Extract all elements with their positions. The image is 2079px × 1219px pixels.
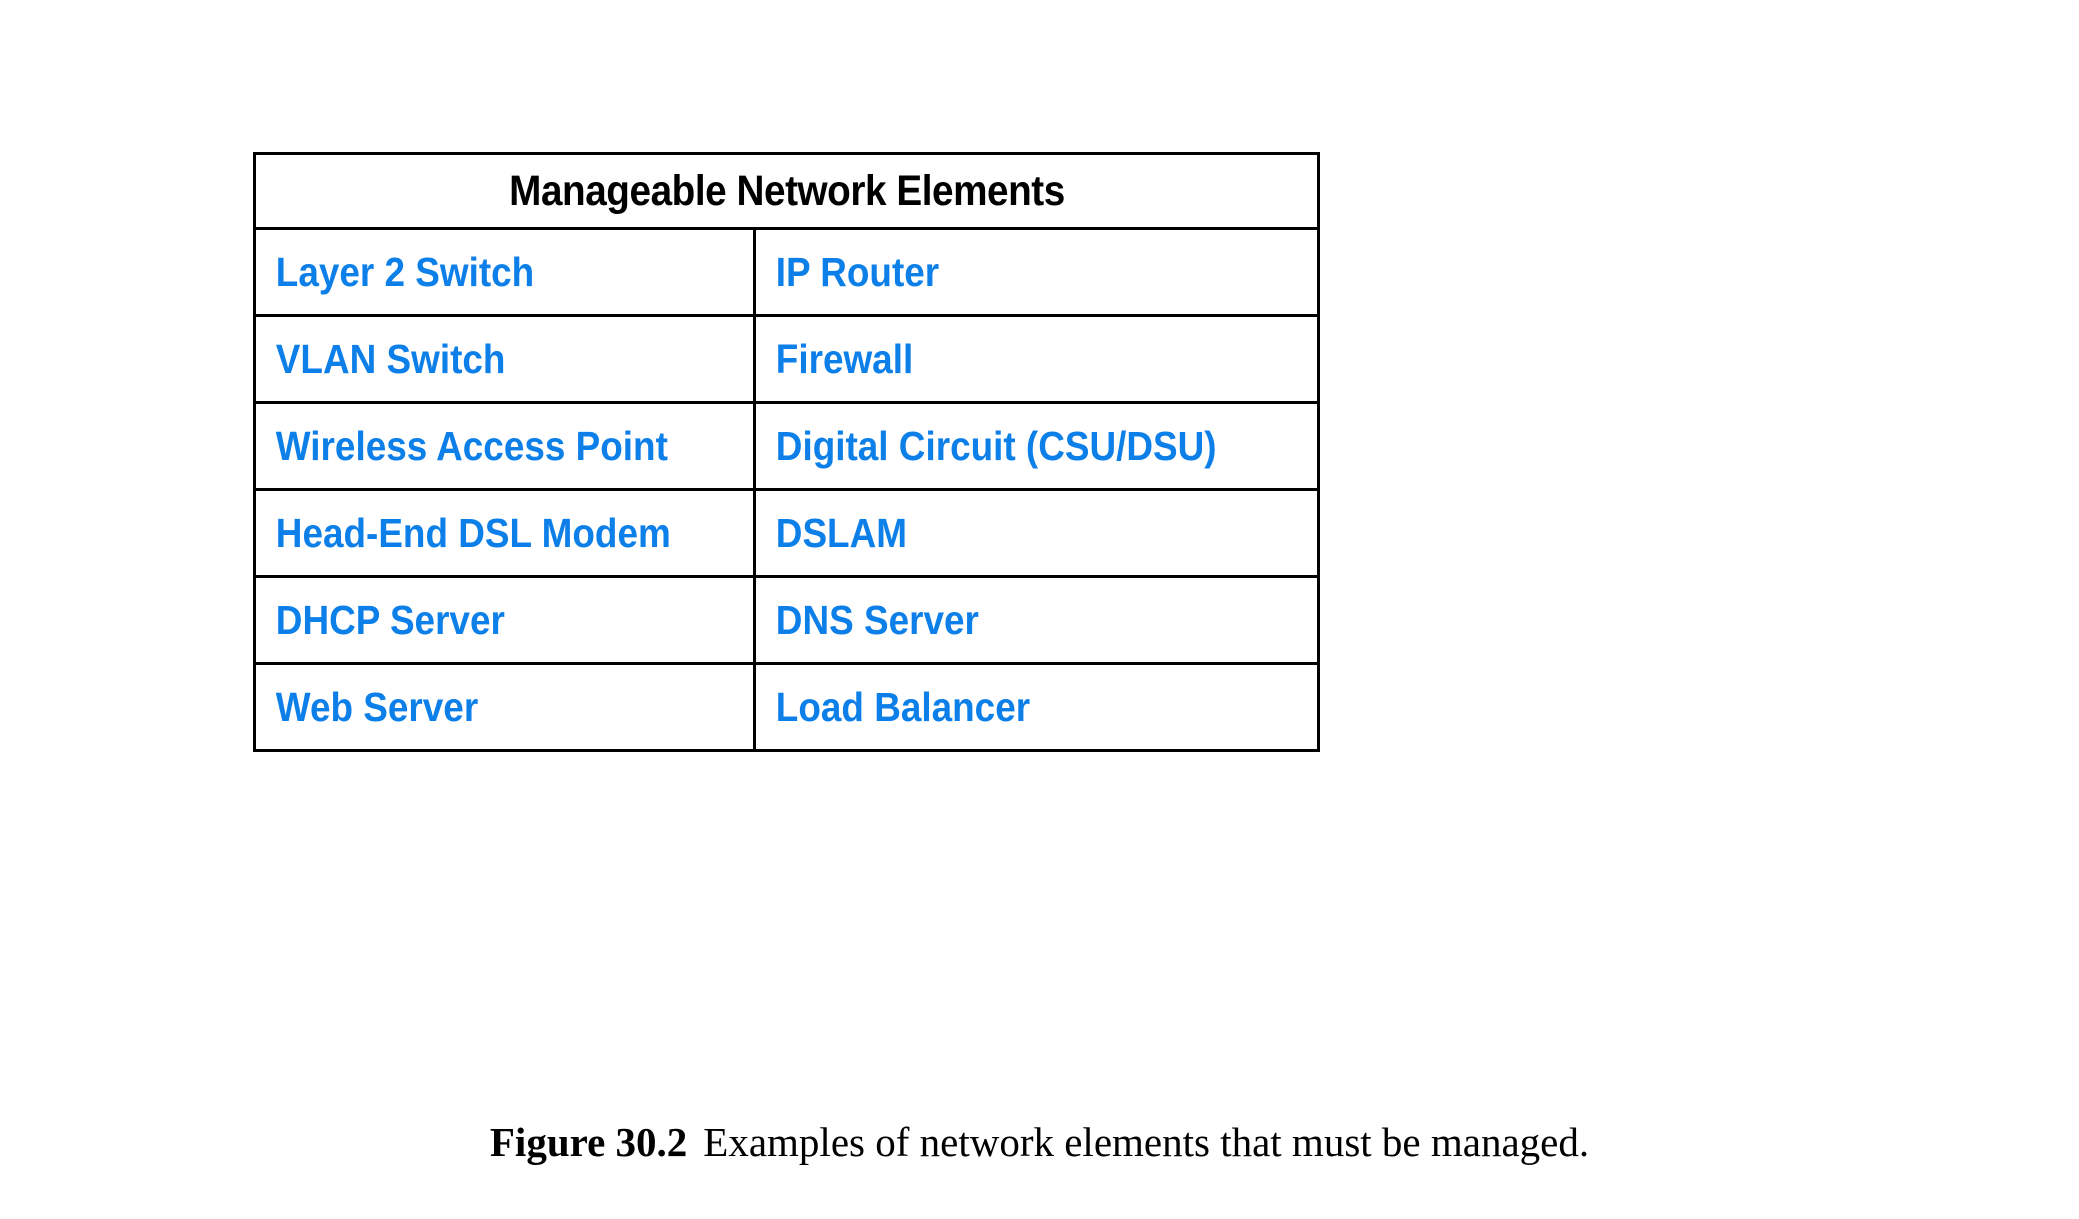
network-element-label: Wireless Access Point [275,423,668,469]
table-cell-left: Head-End DSL Modem [253,488,756,578]
network-element-label: Digital Circuit (CSU/DSU) [775,423,1217,469]
table-body: Layer 2 Switch IP Router VLAN Switch Fir… [253,227,1320,752]
manageable-network-elements-table: Manageable Network Elements Layer 2 Swit… [253,152,1320,752]
network-element-label: DHCP Server [275,597,505,643]
table-cell-right: IP Router [753,227,1320,317]
table-cell-left: Layer 2 Switch [253,227,756,317]
table-title: Manageable Network Elements [306,152,1267,230]
table-header-row: Manageable Network Elements [255,152,1319,230]
table-cell-right: Digital Circuit (CSU/DSU) [753,401,1320,491]
network-element-label: Web Server [275,684,479,730]
table-cell-right: DNS Server [753,575,1320,665]
table-row: VLAN Switch Firewall [253,314,1320,404]
figure-caption-label: Figure 30.2 [489,1119,688,1165]
table-row: Head-End DSL Modem DSLAM [253,488,1320,578]
manageable-network-elements-table-wrapper: Manageable Network Elements Layer 2 Swit… [253,152,1320,752]
table-cell-left: Web Server [253,662,756,752]
network-element-label: Layer 2 Switch [275,249,535,295]
table-cell-left: DHCP Server [253,575,756,665]
network-element-label: IP Router [775,249,940,295]
network-element-label: Head-End DSL Modem [275,510,671,556]
table-cell-left: Wireless Access Point [253,401,756,491]
network-element-label: Firewall [775,336,914,382]
figure-caption: Figure 30.2 Examples of network elements … [0,1118,2079,1166]
table-row: DHCP Server DNS Server [253,575,1320,665]
table-row: Wireless Access Point Digital Circuit (C… [253,401,1320,491]
table-cell-right: Load Balancer [753,662,1320,752]
table-cell-left: VLAN Switch [253,314,756,404]
table-row: Layer 2 Switch IP Router [253,227,1320,317]
network-element-label: DNS Server [775,597,979,643]
network-element-label: VLAN Switch [275,336,506,382]
network-element-label: DSLAM [775,510,907,556]
table-row: Web Server Load Balancer [253,662,1320,752]
network-element-label: Load Balancer [775,684,1031,730]
figure-caption-text: Examples of network elements that must b… [703,1119,1590,1165]
table-header: Manageable Network Elements [255,152,1319,230]
table-cell-right: DSLAM [753,488,1320,578]
table-cell-right: Firewall [753,314,1320,404]
